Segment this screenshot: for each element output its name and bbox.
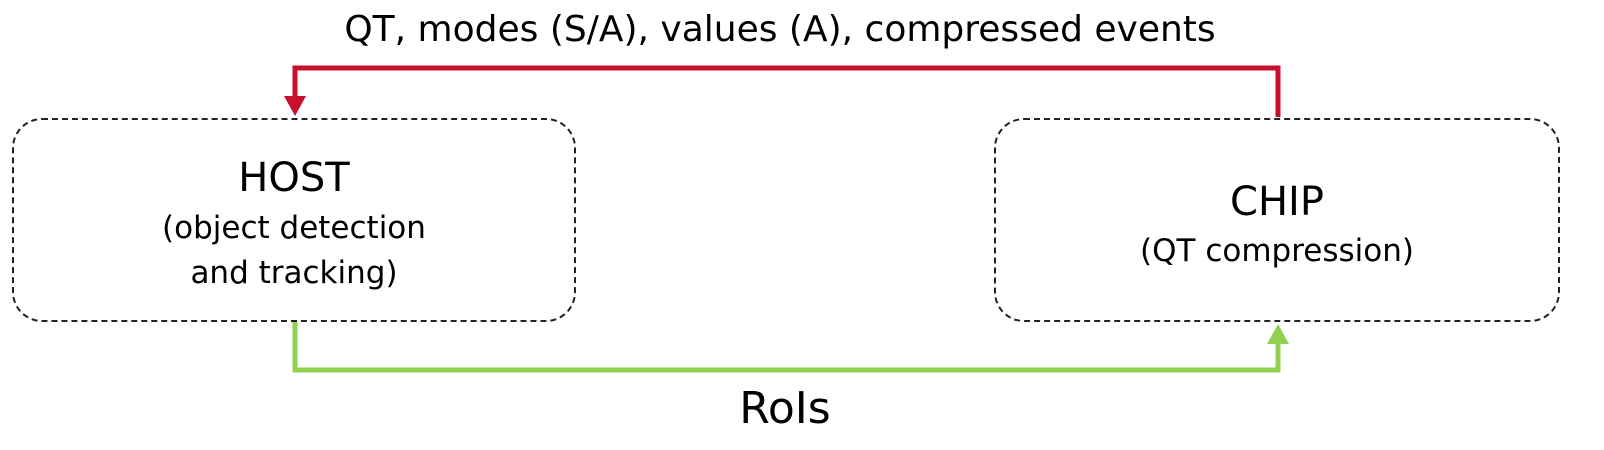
feedback-arrowhead xyxy=(284,96,306,116)
roi-label: RoIs xyxy=(739,383,831,434)
host-description-line1: (object detection xyxy=(162,210,426,246)
host-box: HOST (object detection and tracking) xyxy=(12,118,576,322)
roi-arrowhead xyxy=(1267,324,1289,344)
host-description-line2: and tracking) xyxy=(190,255,398,291)
chip-box: CHIP (QT compression) xyxy=(994,118,1560,322)
roi-arrow-line xyxy=(292,321,1281,373)
feedback-label: QT, modes (S/A), values (A), compressed … xyxy=(344,9,1216,50)
host-title: HOST xyxy=(238,155,350,201)
feedback-arrow-line xyxy=(292,65,1281,117)
chip-description: (QT compression) xyxy=(1140,233,1414,269)
chip-title: CHIP xyxy=(1230,179,1324,225)
